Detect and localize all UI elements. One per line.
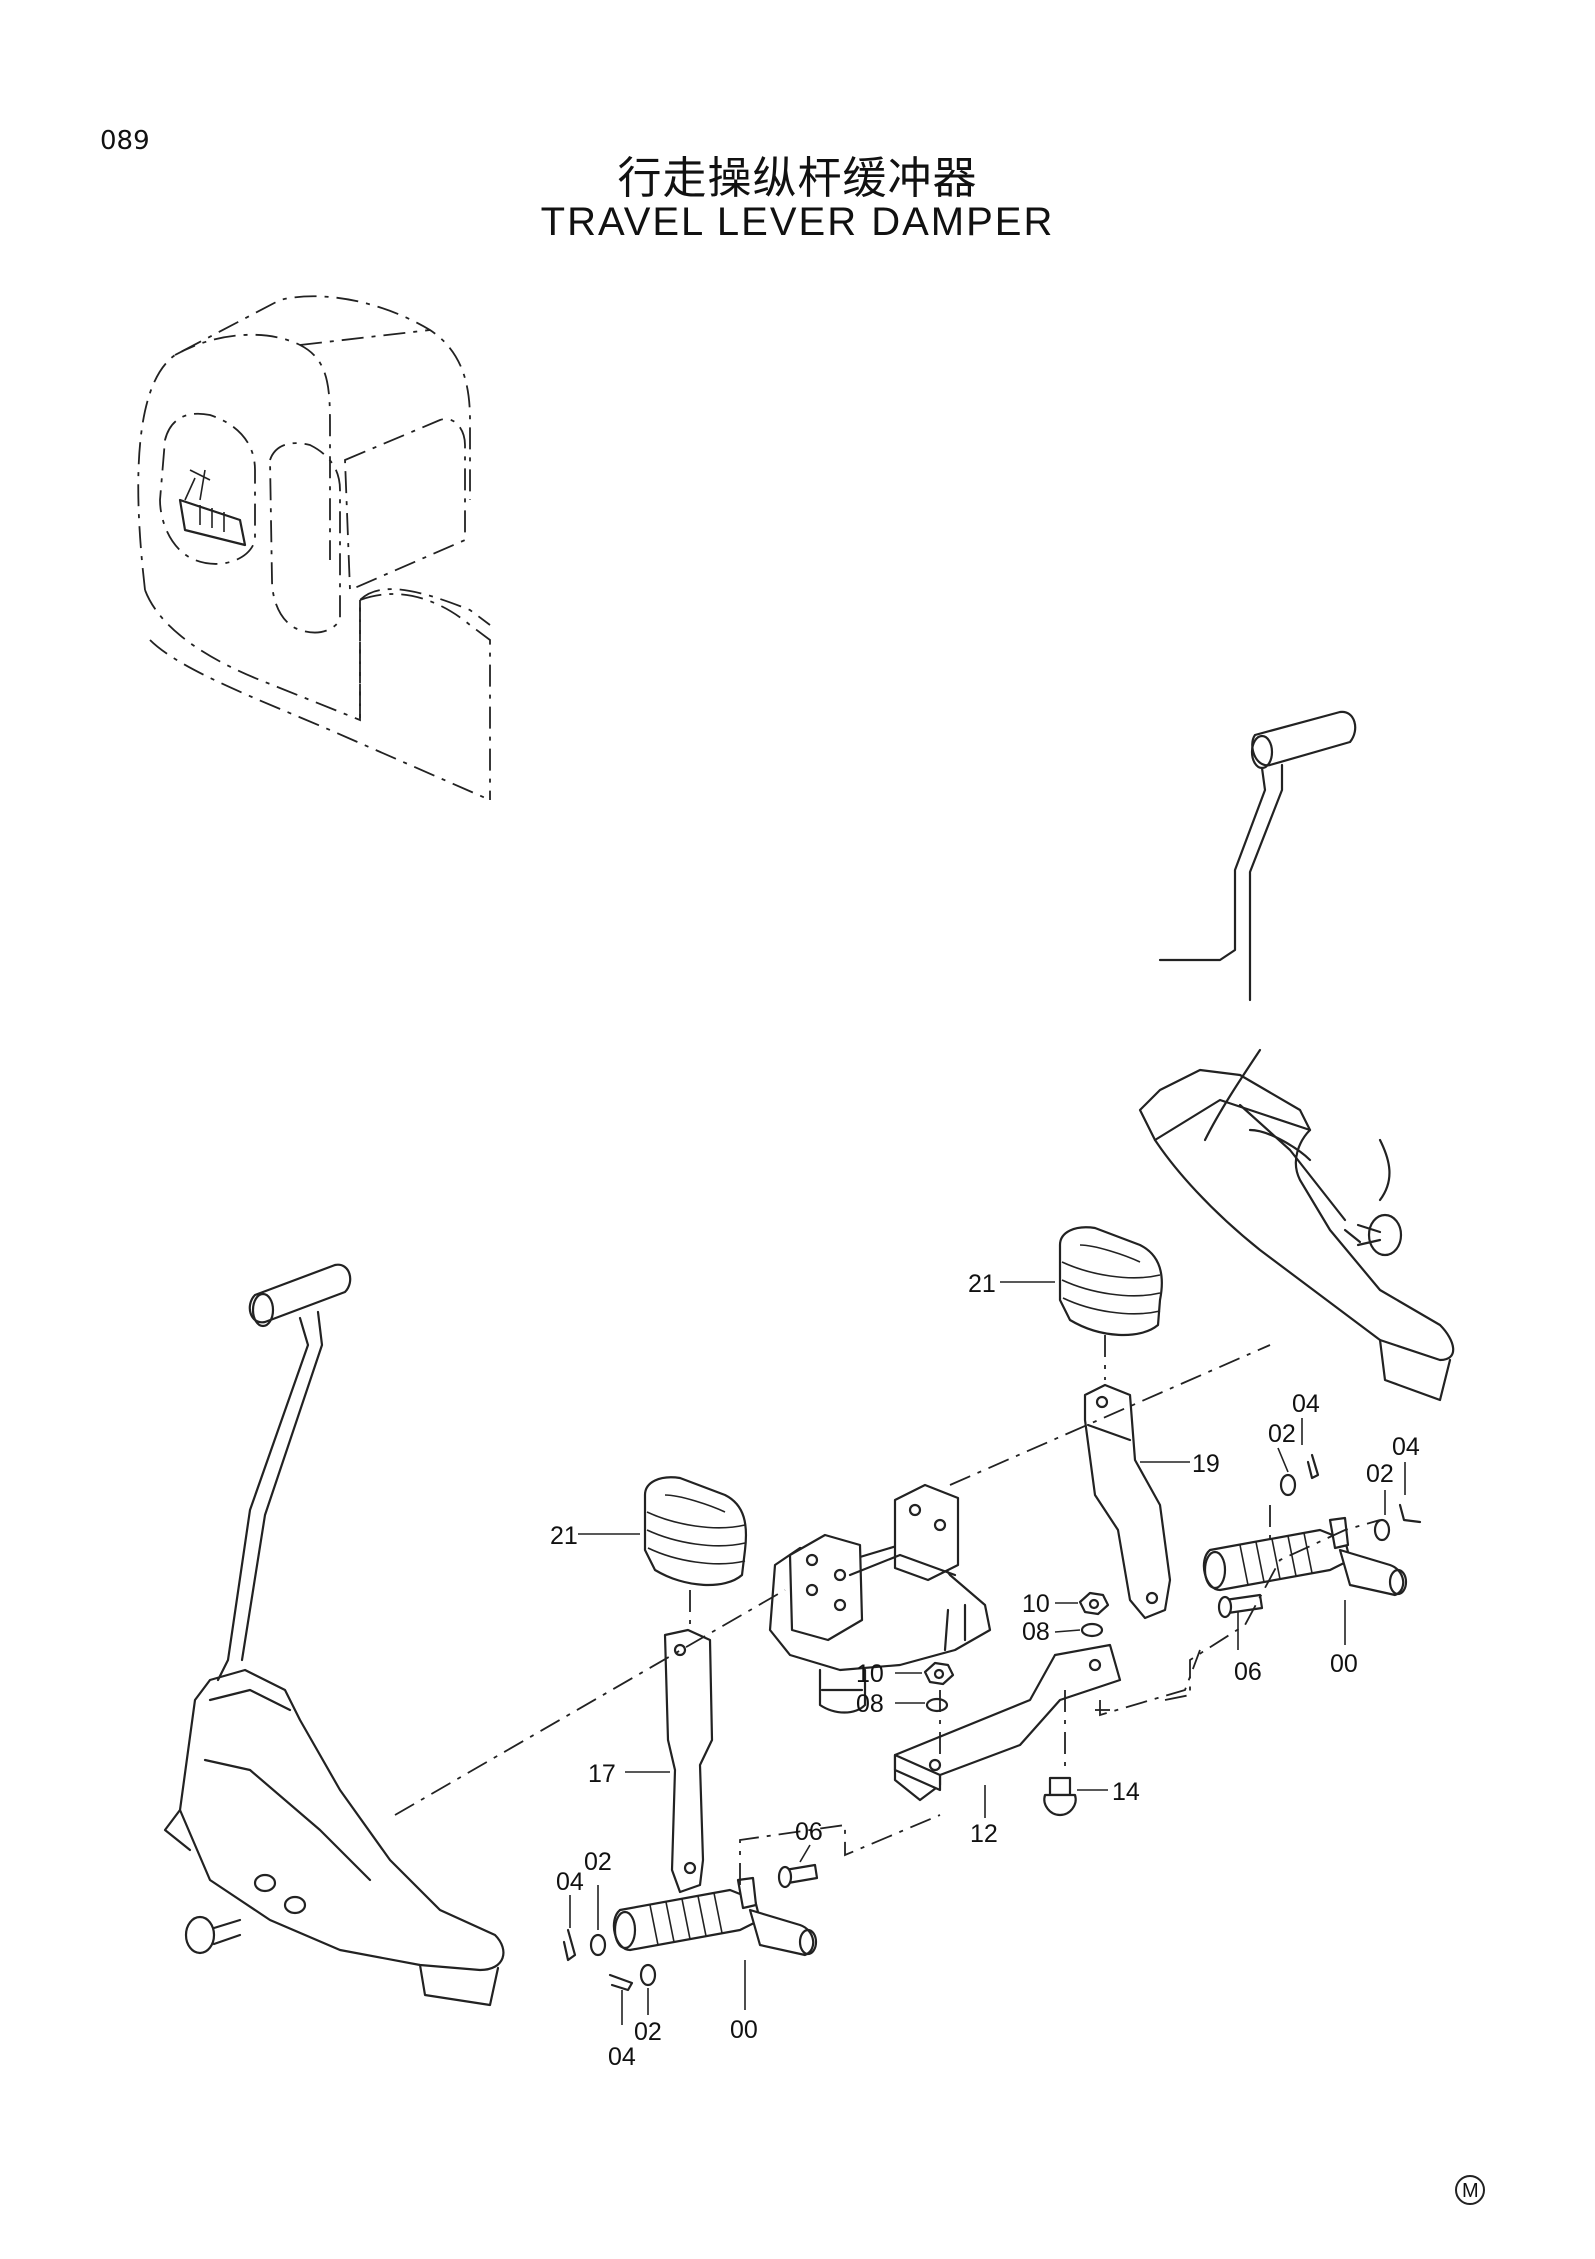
washer-02-r2 bbox=[1373, 1518, 1391, 1542]
bolt-06-right bbox=[1217, 1593, 1264, 1619]
label-06-right: 06 bbox=[1234, 1658, 1262, 1686]
split-pin-04-l2 bbox=[608, 1973, 634, 1992]
label-17: 17 bbox=[588, 1760, 616, 1788]
washer-02-l2 bbox=[639, 1963, 657, 1987]
label-00-left: 00 bbox=[730, 2016, 758, 2044]
label-02-r2: 02 bbox=[1366, 1460, 1394, 1488]
rubber-boot-right bbox=[1058, 1226, 1163, 1337]
damper-center-block bbox=[768, 1483, 992, 1714]
part-labels: 21 19 04 02 02 04 21 10 08 06 00 10 08 1… bbox=[550, 1270, 1420, 2071]
nut-10-lower bbox=[923, 1661, 955, 1686]
corner-mark-text: M bbox=[1462, 2180, 1479, 2202]
washer-02-r1 bbox=[1279, 1473, 1297, 1497]
corner-m-mark: M bbox=[1455, 2175, 1485, 2205]
label-06-left: 06 bbox=[795, 1818, 823, 1846]
right-travel-lever-pedal bbox=[1138, 710, 1455, 1402]
damper-right bbox=[1202, 1516, 1408, 1597]
plate-12 bbox=[893, 1643, 1122, 1802]
bracket-17 bbox=[663, 1628, 714, 1894]
bolt-14 bbox=[1043, 1776, 1077, 1817]
title-english: TRAVEL LEVER DAMPER bbox=[540, 200, 1055, 244]
washer-08-upper bbox=[1080, 1622, 1104, 1638]
split-pin-04-r2 bbox=[1398, 1503, 1422, 1524]
left-travel-lever-pedal bbox=[163, 1263, 505, 2007]
damper-left bbox=[612, 1876, 818, 1957]
split-pin-04-r1 bbox=[1306, 1453, 1320, 1480]
rubber-boot-left bbox=[643, 1476, 748, 1587]
cab-overview-illustration bbox=[137, 295, 491, 801]
washer-02-l1 bbox=[589, 1933, 607, 1957]
nut-10-upper bbox=[1078, 1591, 1110, 1616]
label-12: 12 bbox=[970, 1820, 998, 1848]
label-08-upper: 08 bbox=[1022, 1618, 1050, 1646]
label-02-l1: 02 bbox=[584, 1848, 612, 1876]
label-04-l2: 04 bbox=[608, 2043, 636, 2071]
leader-lines bbox=[569, 1281, 1406, 2025]
label-14: 14 bbox=[1112, 1778, 1140, 1806]
label-04-r1: 04 bbox=[1292, 1390, 1320, 1418]
label-04-l1: 04 bbox=[556, 1868, 584, 1896]
label-10-upper: 10 bbox=[1022, 1590, 1050, 1618]
label-21-left: 21 bbox=[550, 1522, 578, 1550]
title-chinese: 行走操纵杆缓冲器 bbox=[617, 153, 978, 204]
bracket-19 bbox=[1083, 1383, 1172, 1620]
washer-08-lower bbox=[925, 1697, 949, 1713]
label-21-right: 21 bbox=[968, 1270, 996, 1298]
label-10-lower: 10 bbox=[856, 1660, 884, 1688]
label-08-lower: 08 bbox=[856, 1690, 884, 1718]
page-number: 089 bbox=[100, 126, 150, 156]
assembly-center-lines bbox=[394, 1335, 1381, 1885]
label-04-r2: 04 bbox=[1392, 1433, 1420, 1461]
bolt-06-left bbox=[777, 1863, 819, 1889]
label-00-right: 00 bbox=[1330, 1650, 1358, 1678]
label-02-r1: 02 bbox=[1268, 1420, 1296, 1448]
label-02-l2: 02 bbox=[634, 2018, 662, 2046]
split-pin-04-l1 bbox=[562, 1928, 577, 1962]
label-19: 19 bbox=[1192, 1450, 1220, 1478]
